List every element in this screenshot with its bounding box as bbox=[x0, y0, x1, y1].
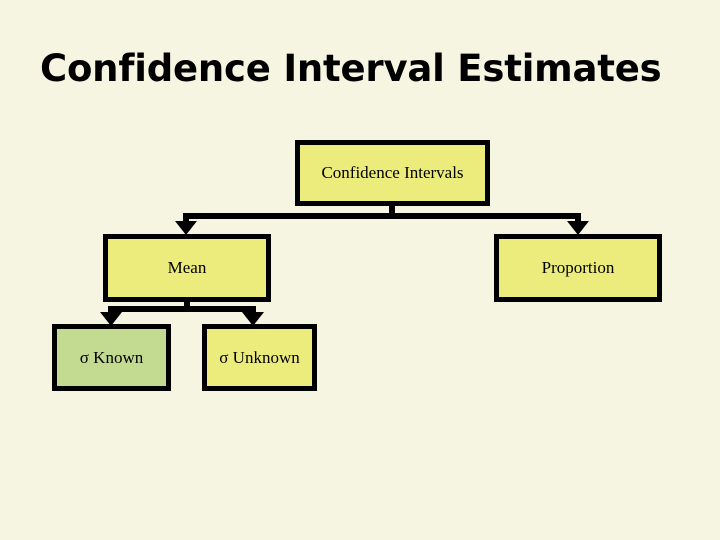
connector-ci-stem bbox=[389, 206, 395, 215]
node-confidence-intervals: Confidence Intervals bbox=[295, 140, 490, 206]
arrowhead-to-sigma-unknown bbox=[242, 312, 264, 326]
connector-ci-crossbar bbox=[183, 213, 581, 219]
node-mean: Mean bbox=[103, 234, 271, 302]
arrowhead-to-mean bbox=[175, 221, 197, 235]
connector-ci-drop-right bbox=[575, 213, 581, 223]
connector-mean-crossbar bbox=[108, 306, 256, 312]
node-confidence-intervals-label: Confidence Intervals bbox=[321, 163, 464, 183]
arrowhead-to-proportion bbox=[567, 221, 589, 235]
arrowhead-to-sigma-known bbox=[100, 312, 122, 326]
connector-mean-drop-right bbox=[250, 306, 256, 314]
node-proportion-label: Proportion bbox=[541, 258, 615, 278]
node-proportion: Proportion bbox=[494, 234, 662, 302]
node-mean-label: Mean bbox=[167, 258, 207, 278]
page-title: Confidence Interval Estimates bbox=[40, 47, 662, 90]
node-sigma-unknown: σ Unknown bbox=[202, 324, 317, 391]
node-sigma-known-label: σ Known bbox=[79, 347, 144, 367]
connector-ci-drop-left bbox=[183, 213, 189, 223]
connector-mean-drop-left bbox=[108, 306, 114, 314]
node-sigma-unknown-label: σ Unknown bbox=[219, 347, 300, 367]
node-sigma-known: σ Known bbox=[52, 324, 171, 391]
